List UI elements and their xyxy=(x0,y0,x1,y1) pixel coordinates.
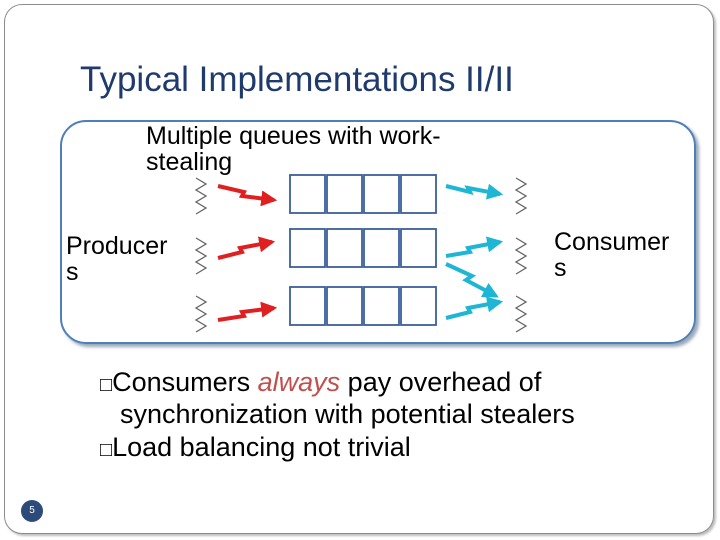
queue-2-cell-4 xyxy=(400,228,437,268)
producer-thread-squiggle-3 xyxy=(194,295,208,333)
queue-2-cell-3 xyxy=(363,228,400,268)
producers-label-line2: s xyxy=(66,258,79,287)
diagram-panel xyxy=(60,120,696,344)
slide-title: Typical Implementations II/II xyxy=(80,60,514,99)
consumer-thread-squiggle-2 xyxy=(514,237,528,275)
consumers-label-line2: s xyxy=(554,254,567,283)
diagram-heading: Multiple queues with work- stealing xyxy=(146,123,441,176)
producer-arrow-1 xyxy=(217,184,278,207)
bullet-1-continuation: synchronization with potential stealers xyxy=(120,399,575,430)
bullet-1-text-start: Consumers xyxy=(112,367,258,397)
queue-3-cell-3 xyxy=(363,286,400,326)
bullet-1: □Consumers always pay overhead of xyxy=(100,366,575,398)
slide-frame xyxy=(4,4,714,534)
queue-1 xyxy=(289,174,437,214)
queue-3 xyxy=(289,286,437,326)
consumer-arrow-1 xyxy=(445,183,504,200)
producer-arrow-3 xyxy=(217,301,278,322)
bullet-marker: □ xyxy=(100,374,113,396)
producer-arrow-2 xyxy=(217,236,276,260)
consumer-arrow-3 xyxy=(445,296,504,320)
producer-thread-squiggle-2 xyxy=(194,237,208,275)
consumer-arrow-2 xyxy=(445,236,504,258)
producers-label: Producer s xyxy=(66,233,167,286)
steal-arrow xyxy=(445,262,499,298)
bullet-list: □Consumers always pay overhead of synchr… xyxy=(100,366,575,463)
queue-1-cell-4 xyxy=(400,174,437,214)
queue-3-cell-2 xyxy=(326,286,363,326)
bullet-marker: □ xyxy=(100,438,113,461)
queue-1-cell-1 xyxy=(289,174,326,214)
bullet-2-text: Load balancing not trivial xyxy=(112,431,411,462)
queue-2 xyxy=(289,228,437,268)
consumer-thread-squiggle-3 xyxy=(514,295,528,333)
diagram-heading-line1: Multiple queues with work- xyxy=(146,122,441,150)
producer-thread-squiggle-1 xyxy=(194,177,208,215)
queue-1-cell-2 xyxy=(326,174,363,214)
diagram-heading-line2: stealing xyxy=(146,148,233,177)
consumer-thread-squiggle-1 xyxy=(514,177,528,215)
consumers-label-line1: Consumer xyxy=(554,228,670,256)
page-number: 5 xyxy=(21,500,43,522)
bullet-2: □Load balancing not trivial xyxy=(100,431,575,463)
consumers-label: Consumer s xyxy=(554,229,669,282)
bullet-1-emphasis: always xyxy=(257,367,341,397)
queue-3-cell-4 xyxy=(400,286,437,326)
queue-3-cell-1 xyxy=(289,286,326,326)
producers-label-line1: Producer xyxy=(66,232,168,260)
bullet-1-text-end: pay overhead of xyxy=(340,367,542,397)
queue-1-cell-3 xyxy=(363,174,400,214)
queue-2-cell-1 xyxy=(289,228,326,268)
queue-2-cell-2 xyxy=(326,228,363,268)
